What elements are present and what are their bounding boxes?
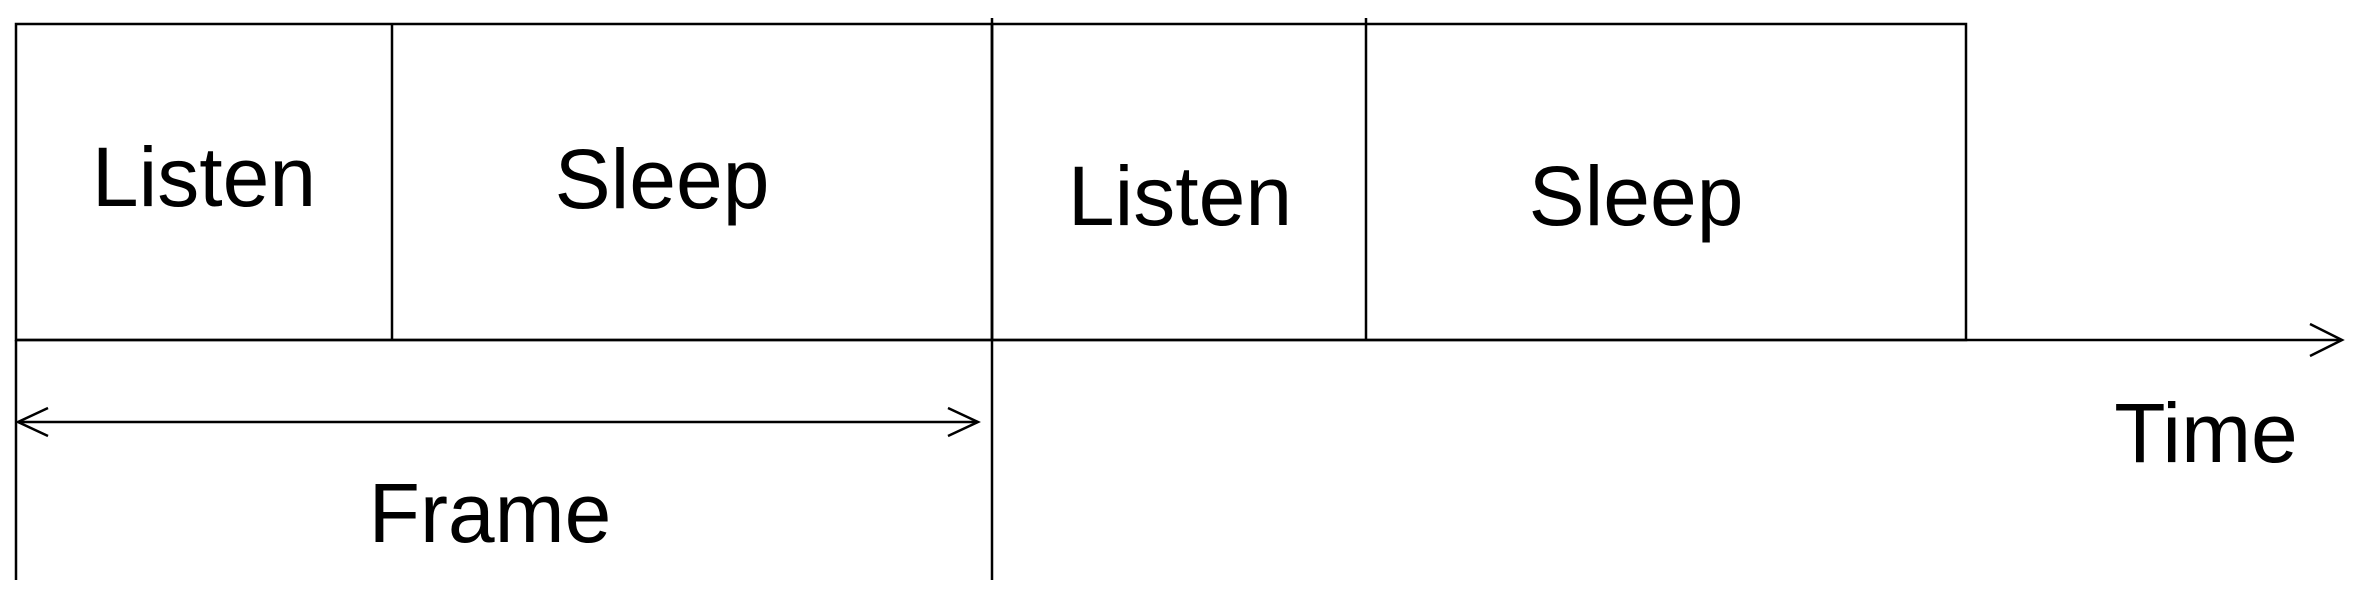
slot-4-label: Sleep <box>1529 149 1744 243</box>
frame-arrow-left-head <box>15 406 49 438</box>
slot-3-label: Listen <box>1068 149 1292 243</box>
slot-2-label: Sleep <box>555 132 770 226</box>
frame-arrow-right-head <box>947 406 981 438</box>
time-axis-label: Time <box>2114 386 2298 480</box>
frame-label: Frame <box>369 466 612 560</box>
slot-1-label: Listen <box>92 130 316 224</box>
time-axis-arrowhead <box>2309 322 2345 358</box>
